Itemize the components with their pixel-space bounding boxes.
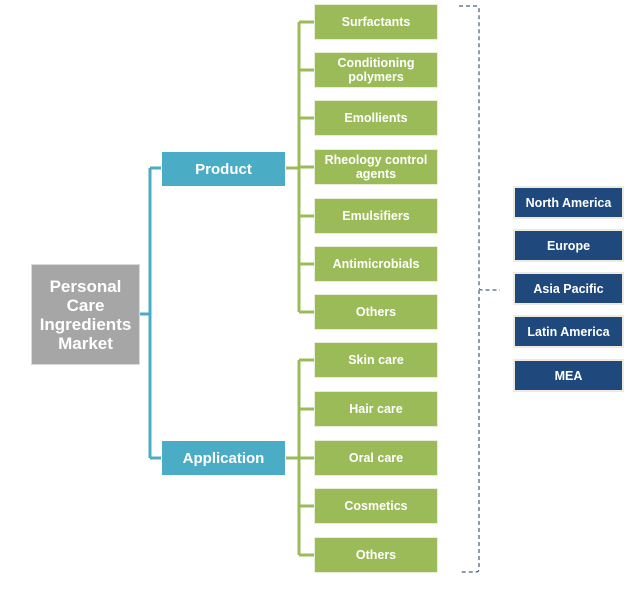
product-item: Conditioning polymers (314, 52, 438, 88)
region-label: Latin America (527, 324, 610, 339)
region-bracket (459, 5, 500, 573)
region-label: MEA (554, 368, 583, 383)
root-node: Personal Care Ingredients Market (31, 264, 140, 365)
category-product: Product (161, 151, 286, 187)
item-label: Surfactants (341, 15, 411, 29)
application-item: Hair care (314, 391, 438, 427)
application-item: Cosmetics (314, 488, 438, 524)
application-connector (286, 358, 314, 557)
region-label: North America (525, 195, 612, 210)
region-label: Asia Pacific (533, 281, 604, 296)
item-label: Emulsifiers (342, 209, 410, 223)
region-box: Europe (513, 229, 624, 262)
category-application: Application (161, 440, 286, 476)
application-item: Oral care (314, 440, 438, 476)
item-label: Skin care (348, 353, 404, 367)
item-label: Conditioning polymers (337, 56, 415, 84)
application-item: Others (314, 537, 438, 573)
category-label: Product (195, 160, 252, 178)
item-label: Cosmetics (344, 499, 408, 513)
category-label: Application (182, 449, 265, 467)
item-label: Antimicrobials (332, 257, 420, 271)
item-label: Rheology control agents (324, 153, 428, 181)
product-item: Rheology control agents (314, 149, 438, 185)
application-item: Skin care (314, 342, 438, 378)
item-label: Emollients (344, 111, 408, 125)
root-label: Personal Care Ingredients Market (39, 276, 132, 353)
product-item: Surfactants (314, 4, 438, 40)
item-label: Hair care (349, 402, 403, 416)
root-connector (140, 166, 161, 460)
region-box: Latin America (513, 315, 624, 348)
item-label: Others (355, 305, 397, 319)
product-item: Others (314, 294, 438, 330)
region-box: North America (513, 186, 624, 219)
item-label: Oral care (348, 451, 404, 465)
region-box: Asia Pacific (513, 272, 624, 305)
product-connector (286, 20, 314, 314)
product-item: Antimicrobials (314, 246, 438, 282)
region-label: Europe (546, 238, 591, 253)
product-item: Emollients (314, 100, 438, 136)
item-label: Others (355, 548, 397, 562)
product-item: Emulsifiers (314, 198, 438, 234)
region-box: MEA (513, 359, 624, 392)
